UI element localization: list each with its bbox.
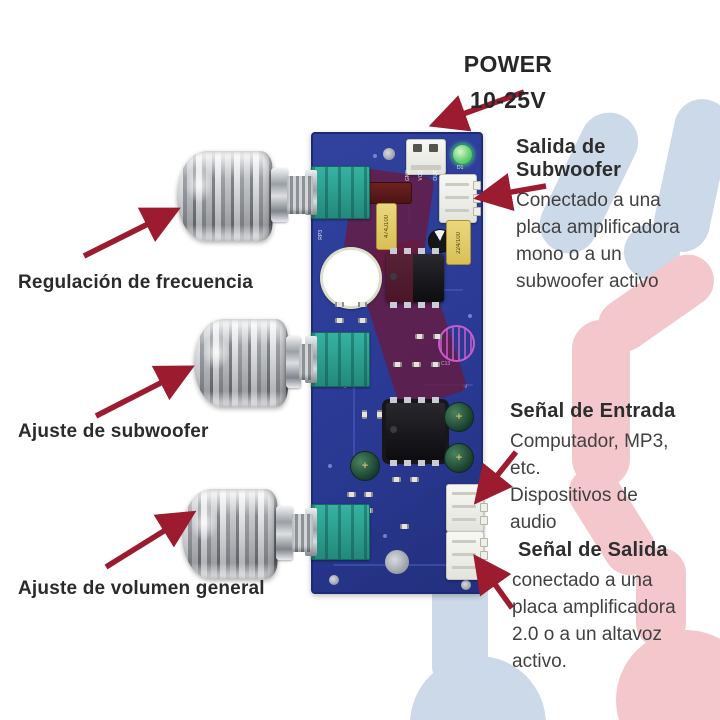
smd-component (412, 362, 421, 367)
silkscreen-d1-label: D1 (457, 165, 464, 171)
pcb-via (328, 464, 332, 468)
signal-input-annotation: Señal de Entrada Computador, MP3, etc. D… (510, 400, 700, 536)
subwoofer-output-title: Salida de Subwoofer (516, 136, 622, 181)
smd-component (358, 302, 367, 307)
mounting-hole (461, 580, 471, 590)
arrow-volume (104, 510, 197, 570)
smd-component (377, 410, 382, 419)
subwoofer-knob-shaft (299, 344, 313, 380)
smd-component (392, 477, 401, 482)
silkscreen-circle-c13 (438, 325, 475, 362)
subwoofer-output-description: Conectado a una placa amplificadora mono… (516, 190, 680, 292)
smd-component (410, 477, 419, 482)
film-capacitor-1: 474J100 (376, 203, 397, 250)
silkscreen-gnd-label: GND (405, 170, 411, 182)
subwoofer-potentiometer (305, 332, 370, 387)
silkscreen-c13-label: C13 (441, 361, 451, 367)
capacitor-2-label: 224/100 (455, 231, 462, 254)
arrow-frequency (82, 207, 181, 259)
film-capacitor-2: 224/100 (446, 220, 471, 265)
signal-output-annotation: Señal de Salida conectado a una placa am… (512, 539, 702, 675)
volume-potentiometer (305, 504, 370, 560)
pcb-via (383, 534, 387, 538)
pcb-trace (353, 354, 355, 474)
pcb-via (468, 314, 472, 318)
smd-component (335, 318, 344, 323)
smd-component (415, 334, 424, 339)
volume-knob-shaft (292, 514, 313, 552)
smd-component (431, 362, 440, 367)
signal-input-title: Señal de Entrada (510, 400, 676, 422)
signal-output-connector (446, 531, 488, 580)
electrolytic-capacitor: + (444, 402, 474, 432)
subwoofer-output-annotation: Salida de Subwoofer Conectado a una plac… (516, 136, 706, 295)
signal-input-description: Computador, MP3, etc. Dispositivos de au… (510, 431, 669, 533)
power-annotation: POWER 10-25V (428, 46, 588, 118)
volume-knob (182, 489, 278, 579)
signal-input-connector (446, 484, 488, 532)
frequency-knob-nut (271, 168, 288, 222)
smd-component (364, 492, 373, 497)
volume-knob-nut (276, 506, 293, 560)
subwoofer-knob-nut (286, 336, 301, 388)
ic-chip-2 (386, 397, 445, 466)
smd-component (335, 302, 344, 307)
subwoofer-adjust-label: Ajuste de subwoofer (18, 421, 209, 442)
smd-component (400, 524, 409, 529)
mounting-hole (383, 148, 395, 160)
smd-component (358, 318, 367, 323)
mounting-hole (329, 575, 339, 585)
smd-component (393, 362, 402, 367)
power-led (451, 143, 474, 166)
smd-component (362, 410, 367, 419)
frequency-label: Regulación de frecuencia (18, 272, 253, 293)
power-connector (406, 139, 446, 175)
electrolytic-capacitor: + (444, 443, 474, 473)
capacitor-1-label: 474J100 (383, 214, 390, 239)
subwoofer-knob (194, 319, 288, 407)
pcb-via (373, 154, 377, 158)
frequency-potentiometer (305, 166, 370, 219)
smd-component (347, 492, 356, 497)
silkscreen-rp3-label: RP3 (318, 230, 324, 240)
signal-output-title: Señal de Salida (518, 539, 668, 561)
volume-label: Ajuste de volumen general (18, 578, 265, 599)
frequency-knob-shaft (287, 176, 313, 214)
power-voltage: 10-25V (470, 87, 546, 113)
decor-pink-band-2 (572, 320, 630, 488)
electrolytic-capacitor: + (350, 451, 380, 481)
smd-component (433, 334, 442, 339)
power-title: POWER (463, 51, 553, 77)
frequency-knob (177, 151, 273, 241)
solder-pad (385, 550, 409, 574)
arrow-subwoofer-adjust (94, 365, 195, 419)
signal-output-description: conectado a una placa amplificadora 2.0 … (512, 570, 676, 672)
silkscreen-vcc-label: VCC (418, 170, 424, 181)
ic-chip-1 (386, 248, 444, 308)
white-disc-component (320, 247, 382, 309)
subwoofer-output-connector (439, 174, 481, 223)
